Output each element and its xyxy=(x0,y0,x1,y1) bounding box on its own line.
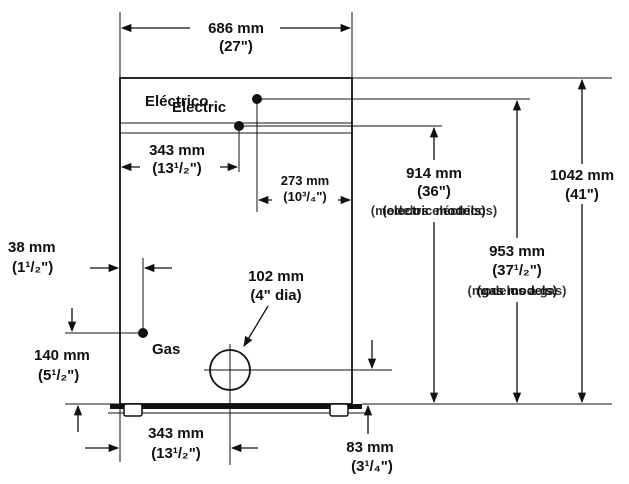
h1042-mm-label: 1042 mm xyxy=(550,167,614,184)
appliance-body xyxy=(119,77,353,405)
foot-left xyxy=(123,403,143,417)
foot-right xyxy=(329,403,349,417)
electric-overlap-label: Eléctrico xyxy=(145,93,208,110)
width-mm-label: 686 mm xyxy=(208,20,264,37)
right273-label-bg xyxy=(272,172,338,206)
left343-mm-label: 343 mm xyxy=(149,142,205,159)
h914-mm-label: 914 mm xyxy=(406,165,462,182)
left38-mm-label: 38 mm xyxy=(8,239,56,256)
base-plate xyxy=(110,404,362,409)
left140-in-label: (5¹/₂") xyxy=(38,367,79,384)
h1042-label-bg xyxy=(536,164,626,204)
h953-mm-label: 953 mm xyxy=(489,243,545,260)
h953-note-label: (gas models) xyxy=(477,283,557,298)
electric-label: Electric xyxy=(172,99,226,116)
h914-in-label: (36") xyxy=(417,183,451,200)
h953-in-label: (37¹/₂") xyxy=(492,262,542,279)
h1042-in-label: (41") xyxy=(565,186,599,203)
vent-mm-label: 102 mm xyxy=(248,268,304,285)
bottom343-mm-label: 343 mm xyxy=(148,425,204,442)
bottom343-in-label: (13¹/₂") xyxy=(151,445,201,462)
width-label-bg xyxy=(190,18,280,54)
right273-in-label: (10³/₄") xyxy=(283,189,326,204)
left343-in-label: (13¹/₂") xyxy=(152,160,202,177)
left140-mm-label: 140 mm xyxy=(34,347,90,364)
h953-label-bg xyxy=(452,238,582,302)
left343-label-bg xyxy=(140,140,220,178)
h914-note-label: (electric models) xyxy=(382,203,485,218)
h953-note-overlap-label: (modelos a gas) xyxy=(468,283,567,298)
h914-note-overlap-label: (modelos eléctricos) xyxy=(371,203,497,218)
bottom343-label-bg xyxy=(130,420,222,464)
vent-in-label: (4" dia) xyxy=(250,287,301,304)
bottom83-in-label: (3¹/₄") xyxy=(351,458,393,475)
gas-label: Gas xyxy=(152,341,180,358)
left38-in-label: (1¹/₂") xyxy=(12,259,53,276)
width-in-label: (27") xyxy=(219,38,253,55)
h914-label-bg xyxy=(360,160,512,222)
vent-leader xyxy=(243,305,269,347)
bottom83-mm-label: 83 mm xyxy=(346,439,394,456)
right273-mm-label: 273 mm xyxy=(281,173,329,188)
